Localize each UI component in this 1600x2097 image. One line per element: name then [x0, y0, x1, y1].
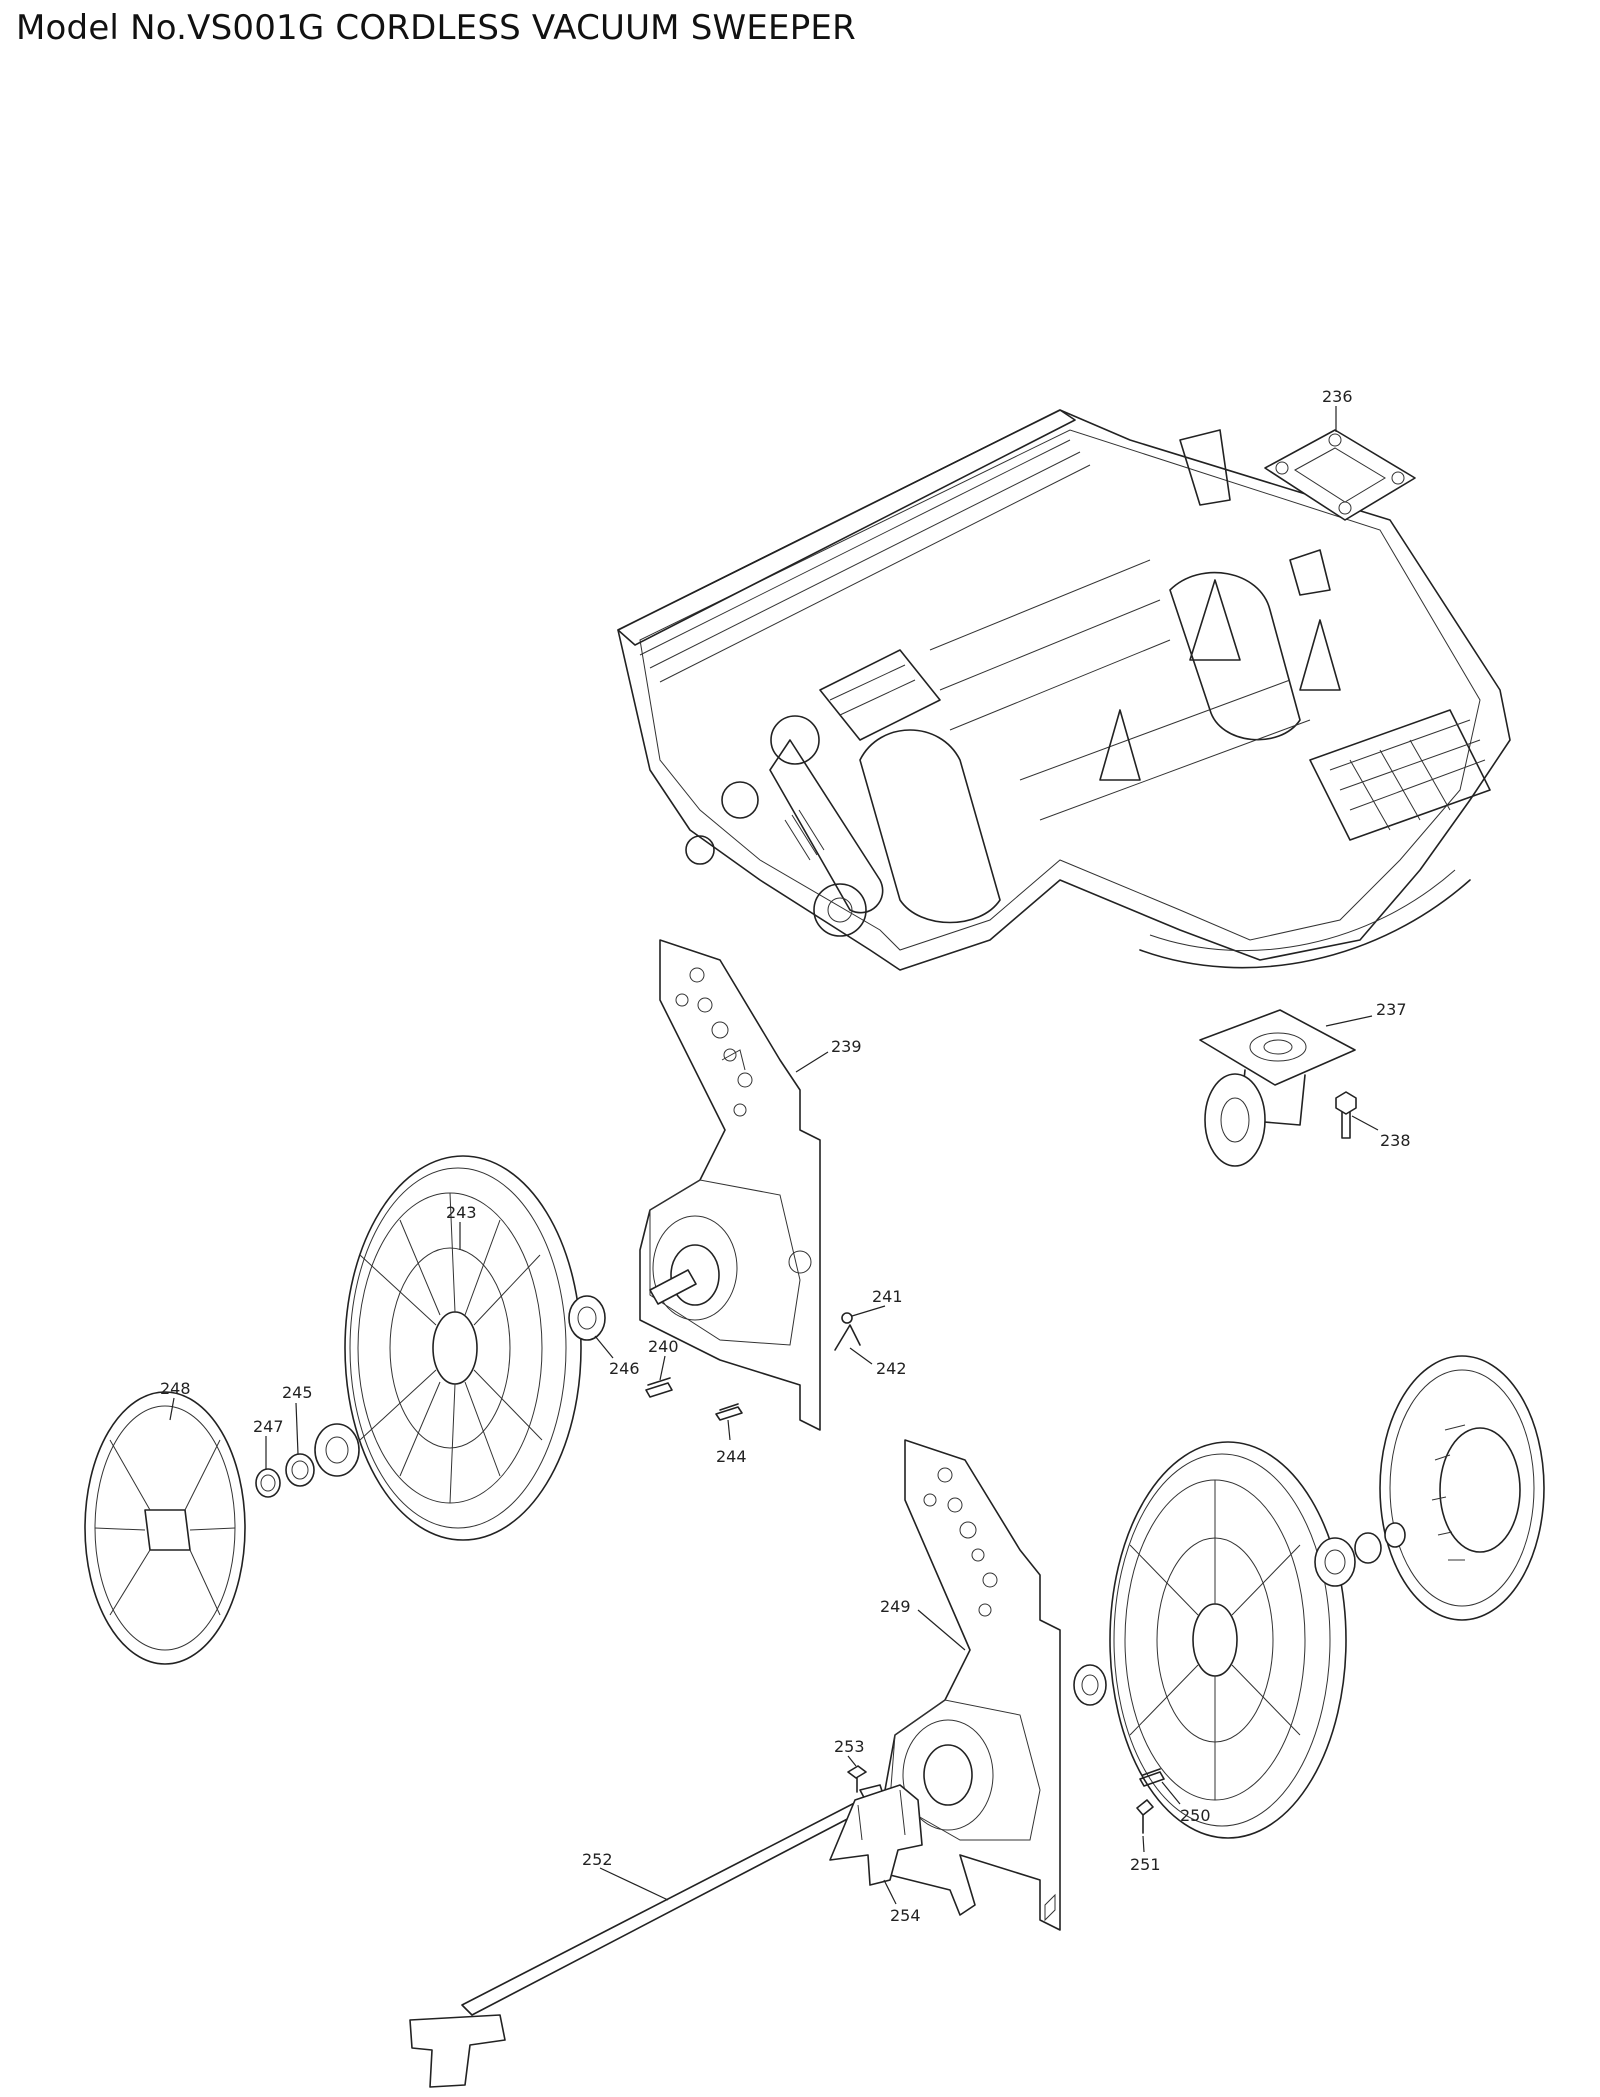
part-237-caster-drawing: [1199, 1009, 1356, 1167]
part-236-plate-drawing: [1264, 429, 1416, 521]
part-241-screw-drawing: [841, 1312, 853, 1324]
part-246-bearing-left-drawing: [314, 1423, 360, 1477]
callout-251: 251: [1130, 1855, 1161, 1874]
part-252-rod-drawing: [409, 1784, 886, 2088]
part-243-wheel-drawing: [344, 1155, 582, 1541]
callout-250: 250: [1180, 1806, 1211, 1825]
callout-236: 236: [1322, 387, 1353, 406]
right-bearing-drawing: [1073, 1522, 1406, 1706]
callout-labels: 236 237 238 239 240 241 242 243 244 245 …: [160, 387, 1411, 1925]
part-246-bearing-drawing: [568, 1295, 606, 1341]
chassis-base-drawing: [617, 409, 1511, 971]
callout-243: 243: [446, 1203, 477, 1222]
part-248-hub-cover-drawing: [84, 1391, 246, 1665]
page-title: Model No.VS001G CORDLESS VACUUM SWEEPER: [16, 8, 856, 48]
right-hub-cover-drawing: [1379, 1355, 1545, 1621]
callout-240: 240: [648, 1337, 679, 1356]
callout-246: 246: [609, 1359, 640, 1378]
part-254-bracket-drawing: [829, 1784, 923, 1886]
leader-lines: [169, 406, 1379, 1905]
callout-249: 249: [880, 1597, 911, 1616]
part-240-screw-drawing: [645, 1377, 673, 1398]
part-247-ring-drawing: [255, 1468, 281, 1498]
callout-241: 241: [872, 1287, 903, 1306]
callout-237: 237: [1376, 1000, 1407, 1019]
callout-252: 252: [582, 1850, 613, 1869]
part-253-screw-drawing: [847, 1765, 867, 1793]
part-244-screw-drawing: [715, 1403, 743, 1421]
callout-253: 253: [834, 1737, 865, 1756]
callout-245: 245: [282, 1383, 313, 1402]
callout-254: 254: [890, 1906, 921, 1925]
right-wheel-drawing: [1109, 1441, 1347, 1839]
part-242-clip-drawing: [834, 1324, 861, 1351]
callout-248: 248: [160, 1379, 191, 1398]
part-251-screw-drawing: [1136, 1799, 1154, 1834]
part-249-side-plate-drawing: [884, 1439, 1061, 1931]
part-239-side-plate-drawing: [639, 939, 821, 1431]
part-250-screw-drawing: [1139, 1768, 1165, 1787]
part-238-bolt-drawing: [1335, 1091, 1357, 1139]
callout-238: 238: [1380, 1131, 1411, 1150]
callout-244: 244: [716, 1447, 747, 1466]
callout-239: 239: [831, 1037, 862, 1056]
callout-247: 247: [253, 1417, 284, 1436]
part-245-washer-drawing: [285, 1453, 315, 1487]
callout-242: 242: [876, 1359, 907, 1378]
